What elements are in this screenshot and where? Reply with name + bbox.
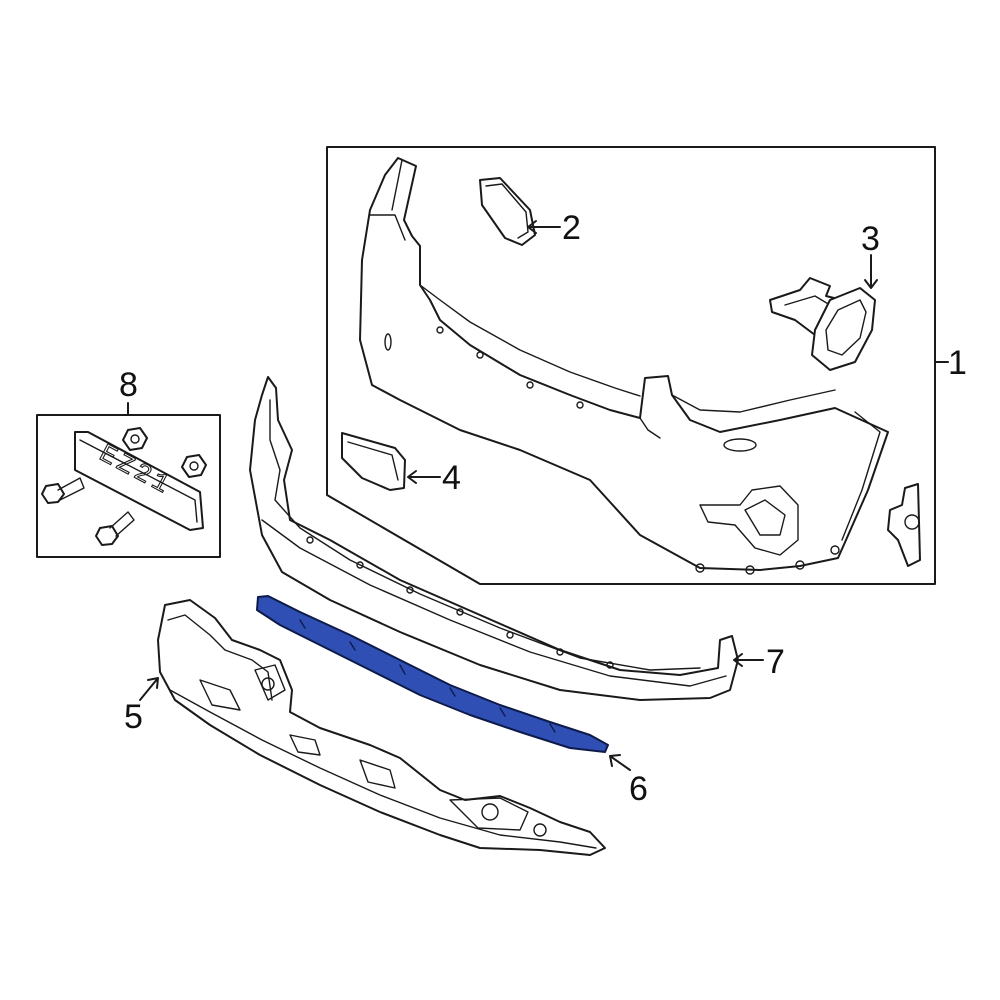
leader-arrow-7 <box>733 653 764 667</box>
leader-arrow-5 <box>139 677 159 701</box>
callout-5: 5 <box>124 698 143 736</box>
callout-7: 7 <box>766 643 785 681</box>
callout-8: 8 <box>119 366 138 404</box>
bumper-cover[interactable] <box>359 157 889 575</box>
assembly-box-1 <box>326 146 936 585</box>
tow-hook-cover-3[interactable] <box>769 277 876 371</box>
leader-arrow-4 <box>407 470 441 484</box>
washer-cap-2[interactable] <box>479 177 536 246</box>
reinforcement-strip-6[interactable] <box>256 595 609 753</box>
callout-2: 2 <box>562 209 581 247</box>
nut-fastener-1[interactable] <box>122 427 148 451</box>
callout-4: 4 <box>442 459 461 497</box>
splash-shield-5[interactable] <box>157 599 606 856</box>
callout-6: 6 <box>629 770 648 808</box>
lower-trim-7[interactable] <box>249 376 739 701</box>
bolt-fastener-2[interactable] <box>95 511 135 546</box>
side-cover-4[interactable] <box>341 432 406 491</box>
callout-3: 3 <box>861 220 880 258</box>
leader-arrow-3 <box>864 254 878 289</box>
leader-arrow-2 <box>527 220 561 234</box>
leader-arrow-6 <box>609 754 631 771</box>
callout-1: 1 <box>948 344 967 382</box>
nut-fastener-2[interactable] <box>181 454 207 478</box>
side-bracket[interactable] <box>887 483 921 567</box>
bolt-fastener-1[interactable] <box>41 477 85 504</box>
